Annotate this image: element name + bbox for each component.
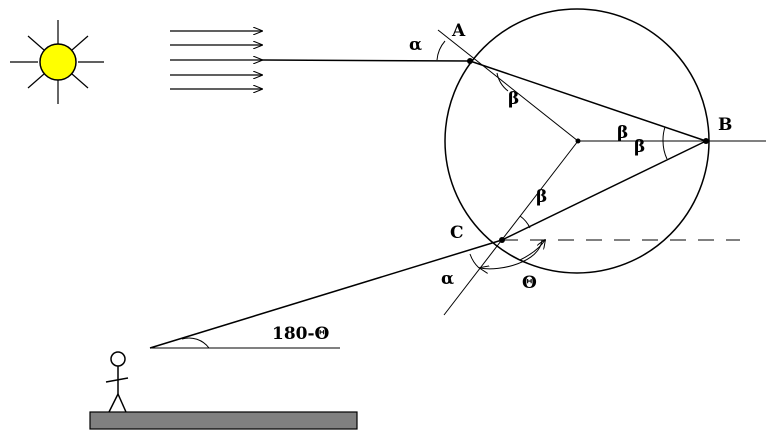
label-c: C [450, 223, 464, 243]
point-a-dot [467, 58, 473, 64]
sun-rays [170, 31, 262, 89]
label-theta: Θ [522, 273, 537, 293]
label-beta-a: β [508, 89, 519, 109]
point-b-dot [703, 138, 709, 144]
label-beta-b1: β [617, 123, 628, 143]
ground [89, 411, 358, 430]
label-b: B [718, 115, 732, 135]
sun-icon [10, 20, 104, 104]
angle-arcs [181, 40, 668, 349]
light-ray-path [149, 59, 707, 349]
label-beta-b2: β [634, 137, 645, 157]
label-beta-c: β [536, 187, 547, 207]
label-a: A [451, 21, 466, 41]
stick-figure-icon [105, 351, 129, 413]
center-dot [575, 138, 581, 144]
label-alpha-bottom: α [441, 269, 454, 289]
label-alpha-top: α [409, 35, 422, 55]
normal-lines [437, 29, 766, 316]
label-observer-angle: 180-Θ [272, 324, 330, 344]
point-c-dot [499, 237, 505, 243]
